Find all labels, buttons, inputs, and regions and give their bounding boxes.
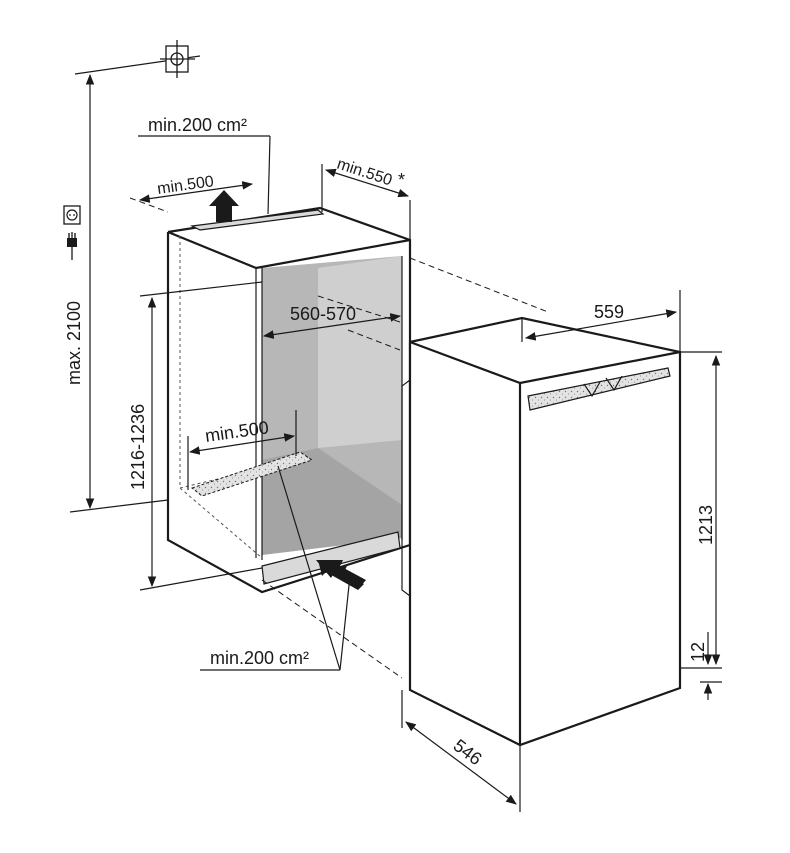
plinth-gap-label: 12 [688,642,708,662]
wall-socket-icon [63,205,81,225]
top-vent-width-label: min.500 [156,173,215,198]
niche-width-label: 560-570 [290,304,356,324]
airflow-arrow-in-icon [316,560,366,590]
top-vent-area-label: min.200 cm² [148,115,247,135]
dimension-plinth-gap: 12 [688,632,722,700]
dimension-top-vent-width: min.500 [138,173,254,203]
airflow-arrow-up-icon [209,190,239,222]
floor-vent-grille [190,451,314,497]
dimension-niche-depth: min.550 * [321,156,411,240]
appliance [401,316,682,747]
dimension-bottom-vent-area: min.200 cm² [200,465,351,671]
niche-height-label: 1216-1236 [128,404,148,490]
power-plug-icon [67,232,77,260]
dimension-appliance-height: 1213 [680,351,722,669]
niche-depth-label: min.550 [335,156,394,190]
plinth-vent-grille [261,531,401,585]
dimension-niche-width: 560-570 [262,304,402,339]
bottom-vent-area-label: min.200 cm² [210,648,309,668]
max-height-label: max. 2100 [64,301,84,385]
dimension-top-vent-area: min.200 cm² [138,115,271,215]
dimension-niche-height: 1216-1236 [128,281,263,591]
top-vent-grille [189,209,325,231]
niche-cabinet [166,206,412,594]
appliance-width-label: 559 [594,302,624,322]
centerline-crosshair-icon [160,40,195,78]
niche-depth-asterisk: * [398,170,405,190]
dimension-appliance-width: 559 [521,290,681,352]
appliance-height-label: 1213 [696,505,716,545]
appliance-depth-label: 546 [450,735,486,769]
